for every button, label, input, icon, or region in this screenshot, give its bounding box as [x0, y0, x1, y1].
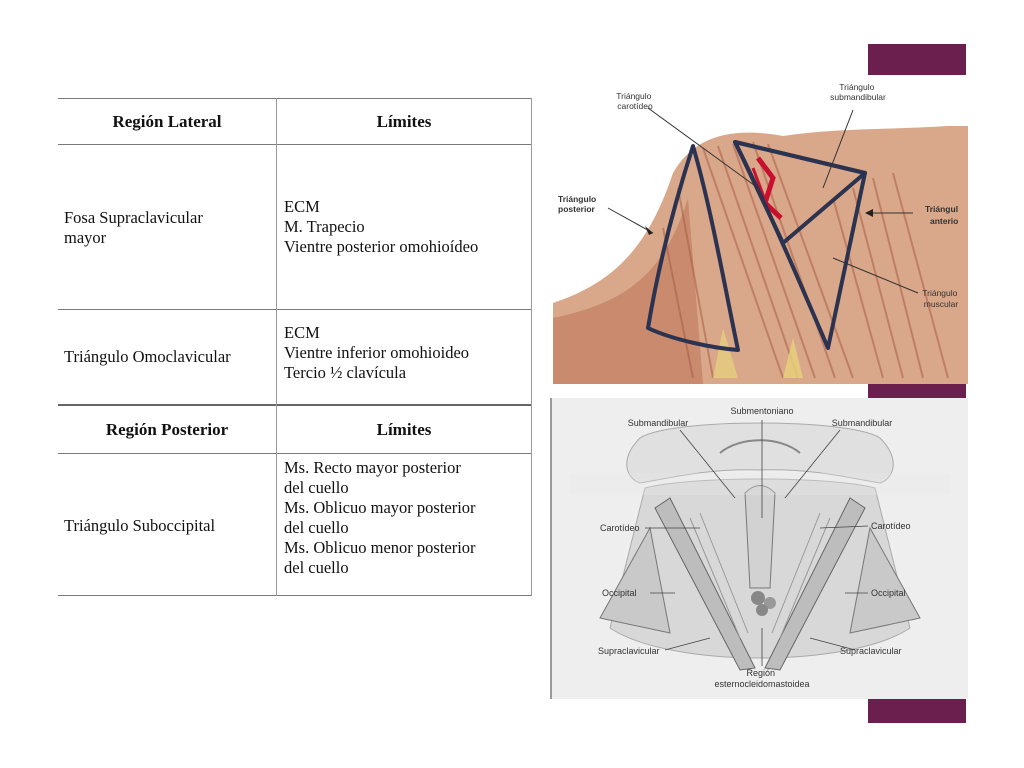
label-supraclavicular-left: Supraclavicular — [598, 646, 660, 656]
limits-fosa-supraclavicular: ECM M. Trapecio Vientre posterior omohio… — [284, 197, 479, 256]
limits-triangulo-suboccipital: Ms. Recto mayor posterior del cuello Ms.… — [284, 458, 476, 577]
label-carotideo-right: Carotídeo — [871, 521, 911, 531]
label-submandibular-right: Submandibular — [832, 418, 893, 428]
accent-bar-middle — [868, 384, 966, 398]
accent-bar-bottom — [868, 699, 966, 723]
limits-table: Región Lateral Límites Fosa Supraclavicu… — [58, 98, 532, 596]
neck-lateral-illustration: Triángulo carotídeo Triángulo submandibu… — [553, 78, 968, 384]
limits-triangulo-omoclavicular: ECM Vientre inferior omohioideo Tercio ½… — [284, 323, 470, 382]
region-fosa-supraclavicular: Fosa Supraclavicular mayor — [64, 208, 203, 247]
accent-bar-top — [868, 44, 966, 75]
label-submentoniano: Submentoniano — [730, 406, 793, 416]
label-triangulo-submandibular: Triángulo submandibular — [830, 82, 886, 102]
label-occipital-left: Occipital — [602, 588, 637, 598]
label-triangulo-anterior: Triángul anterio — [925, 204, 960, 226]
label-triangulo-carotideo: Triángulo carotídeo — [616, 91, 654, 111]
label-region-esternocleidomastoidea: Región esternocleidomastoidea — [714, 668, 809, 689]
neck-regions-illustration: Submentoniano Submandibular Submandibula… — [550, 398, 968, 699]
label-submandibular-left: Submandibular — [628, 418, 689, 428]
label-supraclavicular-right: Supraclavicular — [840, 646, 902, 656]
header-region-lateral: Región Lateral — [112, 112, 222, 131]
region-triangulo-suboccipital: Triángulo Suboccipital — [64, 516, 216, 535]
region-triangulo-omoclavicular: Triángulo Omoclavicular — [64, 347, 231, 366]
label-occipital-right: Occipital — [871, 588, 906, 598]
label-triangulo-posterior: Triángulo posterior — [558, 194, 599, 214]
header-limites-2: Límites — [376, 420, 432, 439]
label-triangulo-muscular: Triángulo muscular — [922, 288, 960, 309]
label-carotideo-left: Carotídeo — [600, 523, 640, 533]
header-limites: Límites — [376, 112, 432, 131]
header-region-posterior: Región Posterior — [105, 420, 229, 439]
